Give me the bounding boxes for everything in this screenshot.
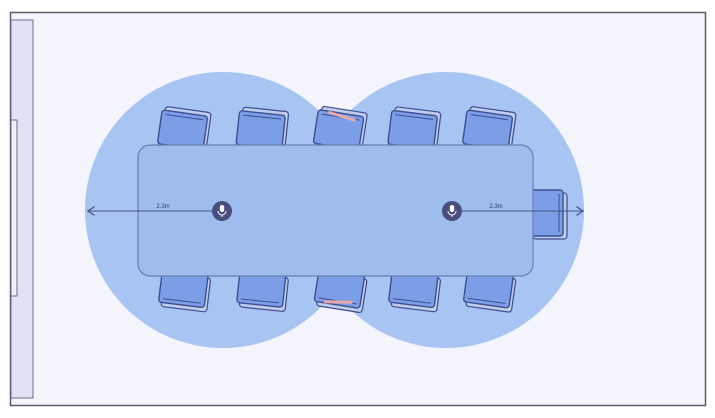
overlap-highlight xyxy=(327,110,356,122)
overlap-highlight xyxy=(324,300,353,304)
distance-label-left: 2.3m xyxy=(156,204,169,210)
chair xyxy=(528,189,568,240)
chair xyxy=(387,105,442,151)
chair xyxy=(156,105,212,152)
chair xyxy=(235,105,290,151)
chair xyxy=(312,266,369,314)
chair xyxy=(461,105,517,152)
wall-screen xyxy=(10,119,18,297)
chair xyxy=(312,104,369,152)
microphone-icon xyxy=(212,201,232,221)
microphone-icon xyxy=(442,201,462,221)
distance-label-right: 2.3m xyxy=(489,204,502,210)
